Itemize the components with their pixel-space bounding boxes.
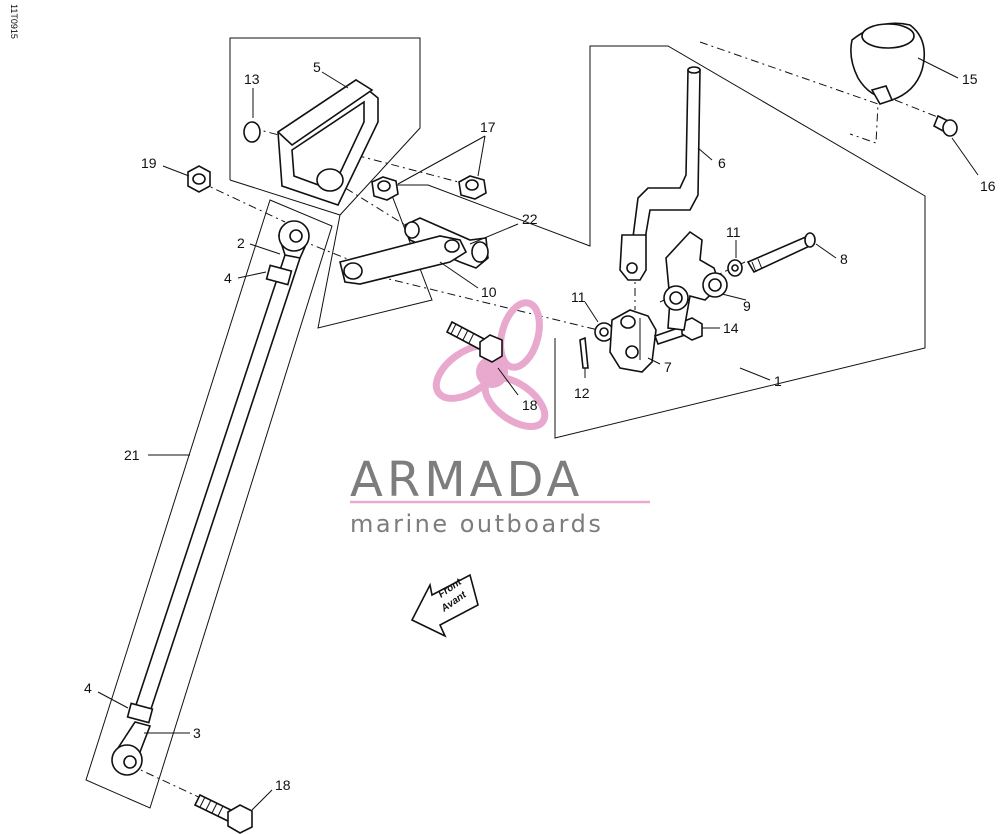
callout-6: 6 [718,155,726,171]
part-callouts: 5 13 19 17 2 4 22 10 18 21 4 3 18 6 11 1… [84,59,996,793]
callout-18-lower: 18 [275,777,291,793]
callout-1: 1 [774,373,782,389]
flanged-nut-17b [458,175,487,200]
brand-name: ARMADA [350,452,583,508]
upper-jam-nut [265,264,293,286]
callout-7: 7 [664,359,672,375]
callout-18-upper: 18 [522,397,538,413]
leader-lines [97,57,979,811]
bolt-18-lower [193,793,253,834]
armada-logo: ARMADA marine outboards [350,299,650,538]
axis-15-knob [699,41,879,144]
shift-knob-15 [850,22,926,105]
axis-18-bottom [129,764,206,801]
pin-8 [746,232,816,274]
shift-rod [134,254,301,713]
callout-21: 21 [124,447,140,463]
retaining-ring-13 [243,121,261,143]
washer-11-right [727,259,743,277]
callout-2: 2 [237,235,245,251]
group-outline-linkage [229,45,926,439]
rod-group-outline [85,199,333,809]
callout-19: 19 [141,155,157,171]
callout-16: 16 [980,178,996,194]
axis-19-rod [199,181,286,223]
callout-14: 14 [723,320,739,336]
callout-5: 5 [313,59,321,75]
callout-11-left: 11 [571,289,586,305]
lever-10 [339,235,468,285]
callout-10: 10 [481,284,497,300]
cam-plate-9 [665,230,728,331]
bushing-9 [663,285,689,311]
upper-rod-end [277,220,310,259]
clevis-7 [609,309,657,373]
callout-15: 15 [962,71,978,87]
callout-22: 22 [522,211,538,227]
washer-11-left [594,322,614,342]
cotter-pin-12 [579,336,589,369]
callout-3: 3 [193,725,201,741]
axis-rod-10 [299,239,356,263]
lower-jam-nut [126,702,154,724]
callout-12: 12 [574,385,590,401]
callout-17: 17 [480,119,496,135]
callout-8: 8 [840,251,848,267]
nut-19 [187,165,211,193]
callout-13: 13 [244,71,260,87]
screw-16 [932,114,958,137]
bolt-18-upper [445,320,503,363]
callout-4-lower: 4 [84,680,92,696]
axis-10-11 [359,271,599,331]
propeller-icon [432,299,549,430]
callout-4-upper: 4 [224,270,232,286]
drawing-code: 11T0915 [9,4,19,39]
lower-rod-end [111,721,152,776]
flanged-nut-17a [371,176,399,201]
callout-9: 9 [743,298,751,314]
callout-11-right: 11 [726,224,741,240]
bracket-5 [276,79,379,206]
group-outline-bracket [229,37,421,216]
shift-lever-6 [619,66,701,281]
front-direction-arrow: Front Avant [410,573,479,638]
brand-tagline: marine outboards [350,510,603,538]
